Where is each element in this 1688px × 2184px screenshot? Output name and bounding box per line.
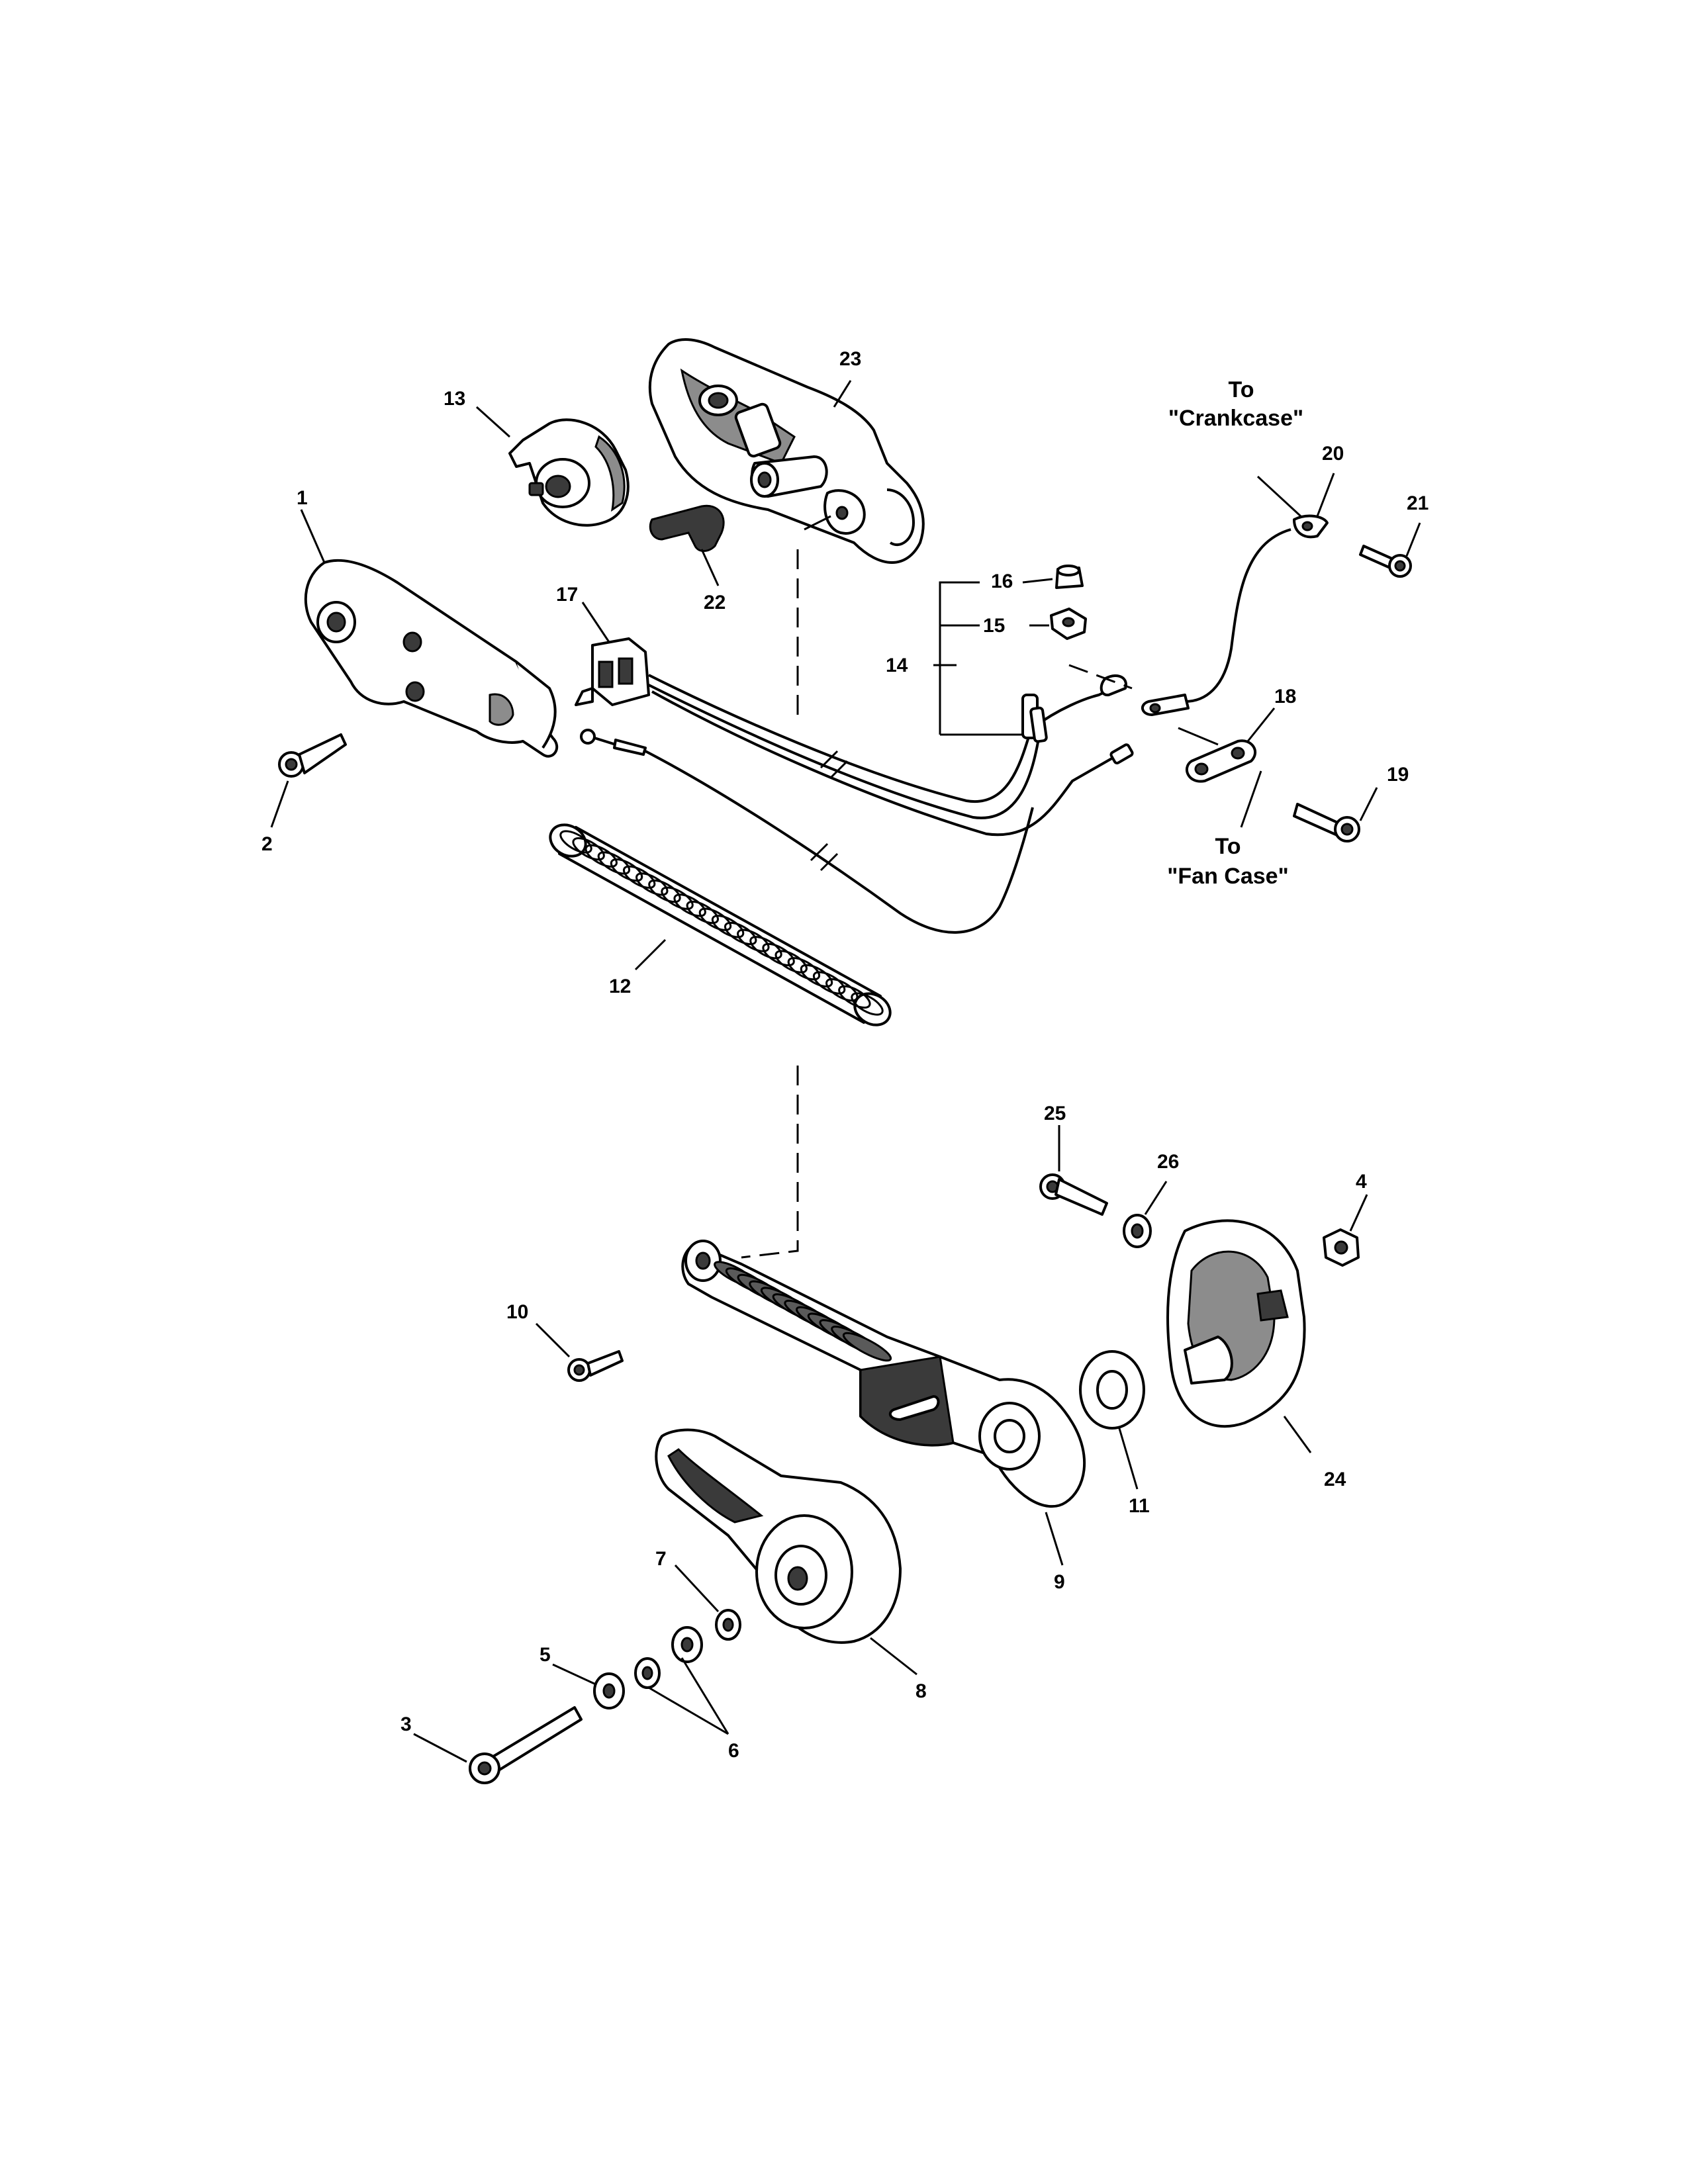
part-13-switch bbox=[508, 418, 630, 527]
part-25-bolt bbox=[1039, 1173, 1108, 1216]
part-23-handle-housing bbox=[648, 338, 925, 564]
label-15: 15 bbox=[983, 615, 1005, 637]
note-to-crankcase-line2: "Crankcase" bbox=[1168, 406, 1303, 431]
part-24-clamp bbox=[1166, 1219, 1306, 1428]
label-6: 6 bbox=[728, 1740, 739, 1762]
part-3-bolt bbox=[469, 1706, 583, 1784]
label-12: 12 bbox=[609, 976, 631, 997]
part-22-lever bbox=[649, 504, 725, 552]
note-to-fancase-line2: "Fan Case" bbox=[1167, 864, 1288, 889]
label-5: 5 bbox=[539, 1644, 551, 1666]
label-2: 2 bbox=[261, 833, 273, 855]
note-to-fancase-line1: To bbox=[1215, 834, 1241, 859]
part-6-washers bbox=[634, 1626, 703, 1689]
part-1-handle-cover bbox=[304, 559, 559, 758]
part-2-screw bbox=[278, 733, 347, 778]
label-9: 9 bbox=[1054, 1571, 1065, 1593]
part-17-switch-connector bbox=[575, 637, 650, 706]
part-11-washer bbox=[1079, 1350, 1145, 1430]
throttle-cable bbox=[580, 729, 1034, 934]
note-to-crankcase-line1: To bbox=[1228, 377, 1254, 402]
part-12-corrugated-tube bbox=[549, 823, 892, 1026]
label-23: 23 bbox=[839, 348, 861, 370]
label-19: 19 bbox=[1387, 764, 1409, 786]
label-22: 22 bbox=[704, 592, 726, 614]
label-11: 11 bbox=[1129, 1495, 1150, 1517]
part-4-nut bbox=[1323, 1228, 1360, 1267]
wire-harness bbox=[648, 674, 1134, 837]
leader-lines bbox=[270, 380, 1421, 1763]
part-26-washer bbox=[1123, 1214, 1152, 1248]
label-18: 18 bbox=[1274, 686, 1296, 707]
part-18-plate bbox=[1185, 739, 1256, 783]
part-8-handle-grip bbox=[655, 1428, 902, 1644]
part-7-washer bbox=[715, 1609, 741, 1641]
part-9-handle-arm bbox=[681, 1240, 1086, 1508]
assembly-lines bbox=[741, 515, 1219, 1259]
label-17: 17 bbox=[556, 584, 578, 606]
connection-notes: To "Crankcase" To "Fan Case" bbox=[1167, 377, 1303, 889]
part-19-screw bbox=[1293, 803, 1360, 842]
part-10-screw bbox=[567, 1350, 624, 1382]
label-21: 21 bbox=[1407, 492, 1429, 514]
part-16-cap bbox=[1055, 565, 1084, 589]
label-1: 1 bbox=[297, 487, 308, 509]
label-14: 14 bbox=[886, 655, 908, 676]
label-4: 4 bbox=[1356, 1171, 1367, 1193]
part-number-labels: 1 2 3 4 5 6 7 8 9 10 11 12 13 14 15 16 1… bbox=[261, 348, 1429, 1762]
label-7: 7 bbox=[655, 1548, 667, 1570]
part-21-screw bbox=[1359, 545, 1412, 578]
label-8: 8 bbox=[915, 1680, 927, 1702]
label-13: 13 bbox=[444, 388, 465, 410]
label-24: 24 bbox=[1324, 1469, 1346, 1490]
part-5-washer bbox=[593, 1672, 625, 1709]
label-20: 20 bbox=[1322, 443, 1344, 465]
label-26: 26 bbox=[1157, 1151, 1179, 1173]
label-10: 10 bbox=[506, 1301, 528, 1323]
part-15-nut bbox=[1050, 608, 1087, 640]
ground-wire bbox=[1141, 514, 1329, 716]
label-3: 3 bbox=[400, 1713, 412, 1735]
label-16: 16 bbox=[991, 570, 1013, 592]
label-25: 25 bbox=[1044, 1103, 1066, 1124]
